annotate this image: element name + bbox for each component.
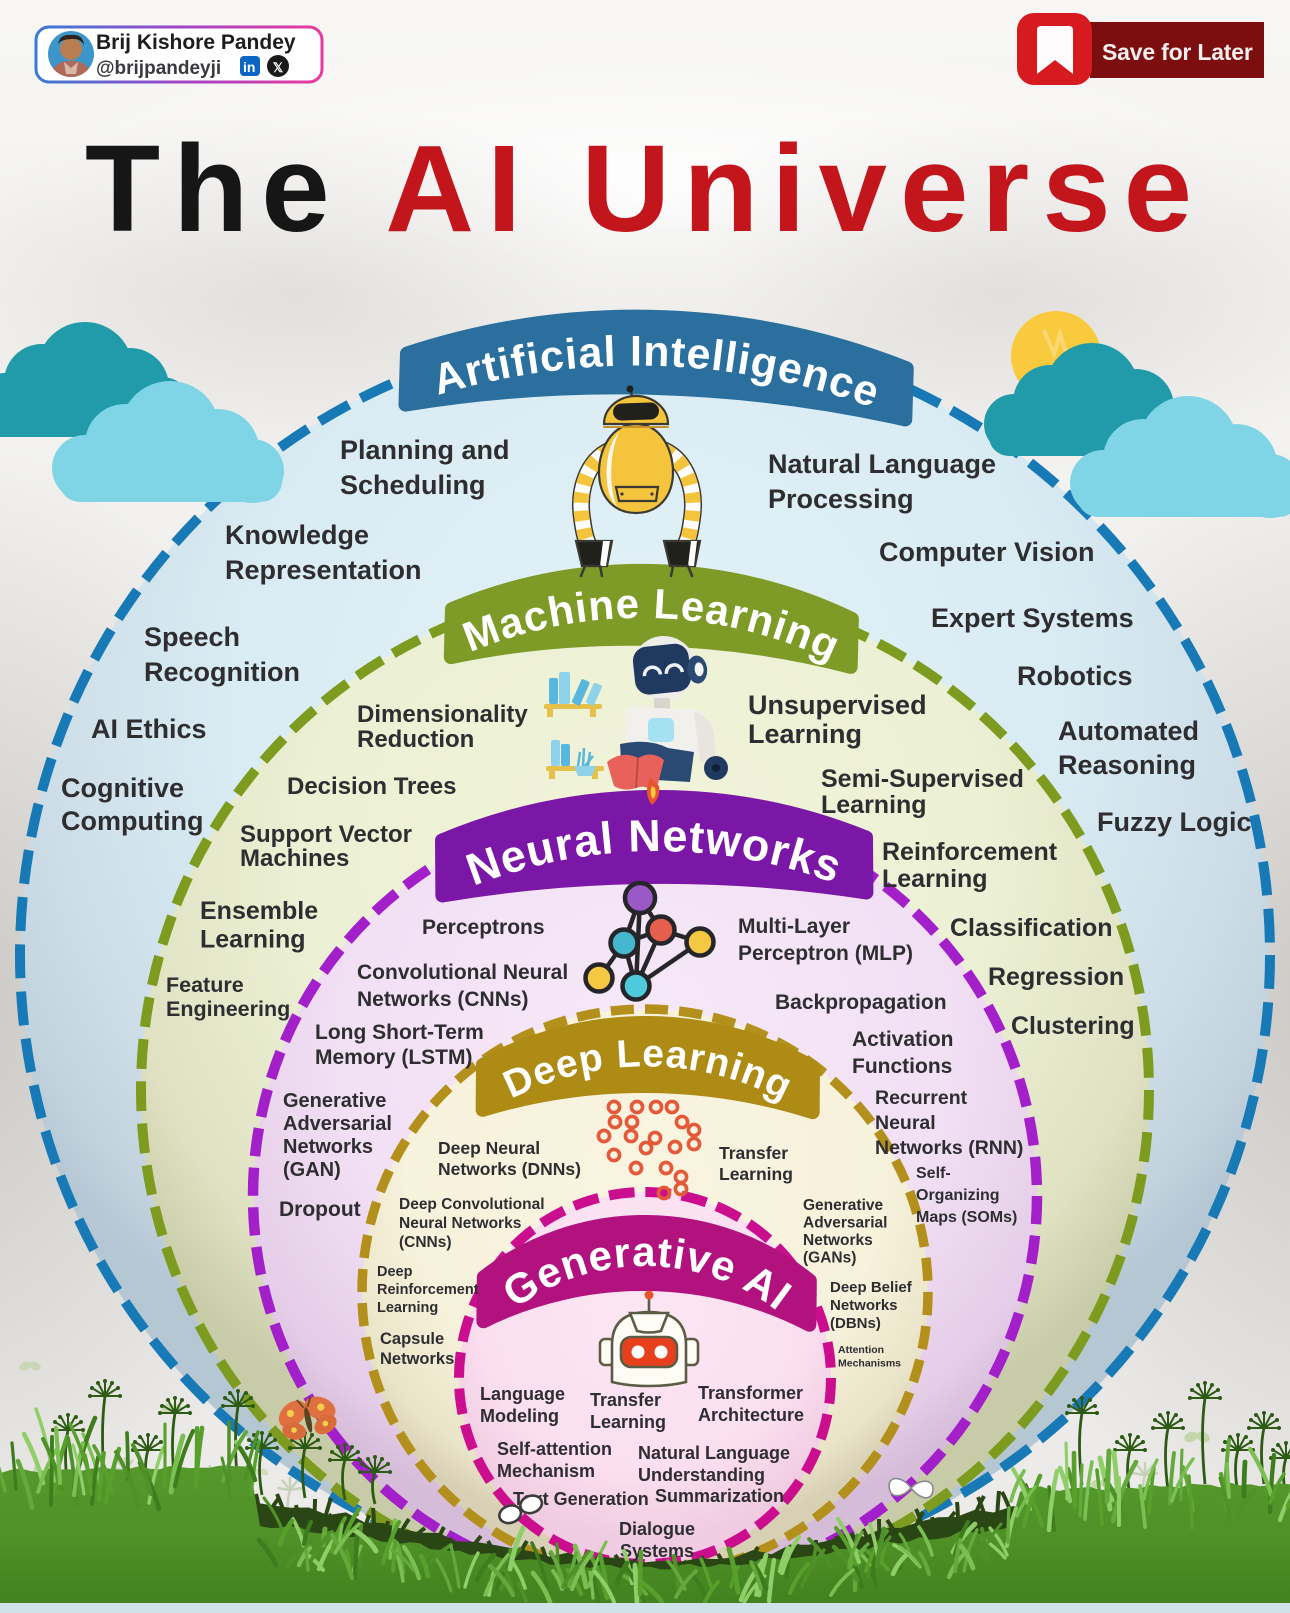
svg-text:Generative: Generative <box>803 1197 884 1214</box>
svg-text:Recurrent: Recurrent <box>875 1087 968 1109</box>
svg-text:Networks: Networks <box>803 1232 873 1249</box>
svg-text:Recognition: Recognition <box>144 657 300 687</box>
svg-text:Save for Later: Save for Later <box>1102 39 1253 65</box>
svg-text:Transformer: Transformer <box>698 1383 803 1403</box>
svg-text:Engineering: Engineering <box>166 997 290 1021</box>
svg-text:Systems: Systems <box>620 1541 694 1561</box>
svg-text:Networks: Networks <box>380 1350 454 1368</box>
svg-text:Learning: Learning <box>377 1300 438 1316</box>
svg-text:Mechanism: Mechanism <box>497 1461 595 1481</box>
svg-text:Deep Convolutional: Deep Convolutional <box>399 1196 545 1213</box>
svg-text:Fuzzy Logic: Fuzzy Logic <box>1097 807 1252 837</box>
svg-text:Maps (SOMs): Maps (SOMs) <box>916 1209 1017 1226</box>
svg-text:Regression: Regression <box>988 963 1124 991</box>
svg-text:Backpropagation: Backpropagation <box>775 991 947 1014</box>
svg-text:Reinforcement: Reinforcement <box>882 838 1058 866</box>
svg-text:Semi-Supervised: Semi-Supervised <box>821 765 1024 793</box>
svg-text:The AI Universe: The AI Universe <box>85 121 1205 258</box>
svg-text:Expert Systems: Expert Systems <box>931 603 1134 633</box>
svg-text:Perceptron (MLP): Perceptron (MLP) <box>738 942 913 965</box>
svg-text:Knowledge: Knowledge <box>225 520 369 550</box>
svg-text:Speech: Speech <box>144 622 240 652</box>
svg-text:Self-: Self- <box>916 1165 951 1182</box>
svg-text:Long Short-Term: Long Short-Term <box>315 1021 484 1044</box>
svg-text:Networks: Networks <box>830 1297 898 1314</box>
svg-text:Reinforcement: Reinforcement <box>377 1282 479 1298</box>
svg-text:Scheduling: Scheduling <box>340 470 486 500</box>
svg-text:Classification: Classification <box>950 914 1113 942</box>
svg-text:Language: Language <box>480 1384 565 1404</box>
svg-text:Functions: Functions <box>852 1055 952 1078</box>
svg-text:Neural Networks: Neural Networks <box>399 1215 521 1232</box>
svg-text:Reduction: Reduction <box>357 726 474 753</box>
svg-text:Memory (LSTM): Memory (LSTM) <box>315 1046 473 1069</box>
svg-text:Networks (RNN): Networks (RNN) <box>875 1137 1023 1159</box>
svg-text:(GAN): (GAN) <box>283 1159 341 1181</box>
svg-text:Architecture: Architecture <box>698 1405 804 1425</box>
svg-text:Organizing: Organizing <box>916 1187 1000 1204</box>
svg-text:Learning: Learning <box>882 865 988 893</box>
svg-text:Networks (DNNs): Networks (DNNs) <box>438 1159 581 1179</box>
svg-text:Text Generation: Text Generation <box>513 1489 649 1509</box>
svg-text:Adversarial: Adversarial <box>283 1113 392 1135</box>
svg-text:Ensemble: Ensemble <box>200 897 318 925</box>
svg-text:Decision Trees: Decision Trees <box>287 773 456 800</box>
svg-text:Machines: Machines <box>240 845 349 872</box>
svg-text:Mechanisms: Mechanisms <box>838 1358 901 1370</box>
svg-text:Dropout: Dropout <box>279 1198 361 1221</box>
svg-text:Dialogue: Dialogue <box>619 1519 695 1539</box>
svg-text:Perceptrons: Perceptrons <box>422 916 545 939</box>
svg-text:Clustering: Clustering <box>1011 1012 1135 1040</box>
svg-text:Neural: Neural <box>875 1112 936 1134</box>
svg-text:(GANs): (GANs) <box>803 1250 856 1267</box>
svg-text:Summarization: Summarization <box>655 1486 784 1506</box>
svg-text:Transfer: Transfer <box>590 1390 661 1410</box>
svg-text:Representation: Representation <box>225 555 422 585</box>
svg-text:(CNNs): (CNNs) <box>399 1234 452 1251</box>
svg-text:Multi-Layer: Multi-Layer <box>738 915 850 938</box>
svg-text:Support Vector: Support Vector <box>240 821 412 848</box>
svg-text:Modeling: Modeling <box>480 1406 559 1426</box>
svg-text:Deep Belief: Deep Belief <box>830 1279 913 1296</box>
svg-text:Activation: Activation <box>852 1028 954 1051</box>
svg-text:@brijpandeyji: @brijpandeyji <box>96 58 221 79</box>
svg-text:Robotics: Robotics <box>1017 661 1133 691</box>
svg-text:Unsupervised: Unsupervised <box>748 690 927 720</box>
svg-text:Networks (CNNs): Networks (CNNs) <box>357 988 529 1011</box>
svg-text:Automated: Automated <box>1058 716 1199 746</box>
svg-text:Learning: Learning <box>200 926 306 954</box>
svg-text:in: in <box>243 59 255 75</box>
svg-text:Capsule: Capsule <box>380 1330 444 1348</box>
svg-text:Natural Language: Natural Language <box>768 449 996 479</box>
svg-text:Deep: Deep <box>377 1264 413 1280</box>
svg-text:Dimensionality: Dimensionality <box>357 701 528 728</box>
svg-text:Self-attention: Self-attention <box>497 1439 612 1459</box>
svg-text:Computer Vision: Computer Vision <box>879 537 1095 567</box>
svg-text:Planning and: Planning and <box>340 435 510 465</box>
svg-text:Learning: Learning <box>821 791 927 819</box>
svg-text:(DBNs): (DBNs) <box>830 1315 881 1332</box>
svg-text:Deep Neural: Deep Neural <box>438 1138 540 1158</box>
svg-text:Cognitive: Cognitive <box>61 773 184 803</box>
svg-text:Networks: Networks <box>283 1136 373 1158</box>
svg-text:Understanding: Understanding <box>638 1465 765 1485</box>
svg-text:Convolutional Neural: Convolutional Neural <box>357 961 568 984</box>
svg-text:Computing: Computing <box>61 806 203 836</box>
svg-text:Brij Kishore Pandey: Brij Kishore Pandey <box>96 31 296 54</box>
svg-text:Feature: Feature <box>166 973 244 997</box>
svg-text:Learning: Learning <box>719 1164 793 1184</box>
svg-text:Reasoning: Reasoning <box>1058 750 1196 780</box>
svg-text:Attention: Attention <box>838 1344 884 1356</box>
svg-text:Natural Language: Natural Language <box>638 1443 790 1463</box>
svg-text:Processing: Processing <box>768 484 914 514</box>
svg-text:Adversarial: Adversarial <box>803 1215 887 1232</box>
svg-text:Learning: Learning <box>590 1412 666 1432</box>
svg-text:Transfer: Transfer <box>719 1143 788 1163</box>
svg-text:Learning: Learning <box>748 719 862 749</box>
svg-text:𝕏: 𝕏 <box>273 60 284 75</box>
svg-text:Generative: Generative <box>283 1090 386 1112</box>
svg-text:AI Ethics: AI Ethics <box>91 714 207 744</box>
